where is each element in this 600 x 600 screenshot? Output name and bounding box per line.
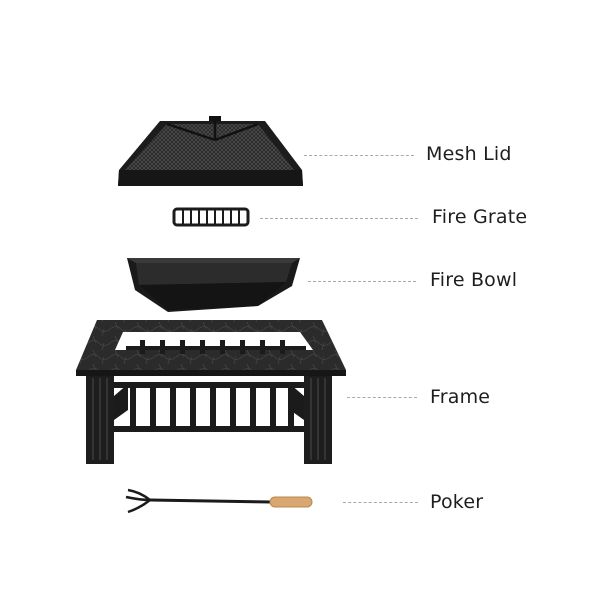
fire-grate-illustration [172, 207, 250, 227]
mesh-lid-leader-line [304, 155, 414, 156]
fire-bowl-label: Fire Bowl [430, 269, 518, 291]
mesh-lid-label: Mesh Lid [426, 143, 512, 165]
poker-leader-line [343, 502, 418, 503]
fire-grate-label: Fire Grate [432, 206, 528, 228]
fire-bowl-leader-line [308, 281, 416, 282]
fire-grate-leader-line [260, 218, 418, 219]
fire-bowl-illustration [127, 258, 300, 312]
poker-label: Poker [430, 491, 484, 513]
frame-label: Frame [430, 386, 491, 408]
mesh-lid-illustration [118, 116, 303, 186]
frame-illustration [76, 320, 346, 464]
frame-leader-line [347, 397, 417, 398]
poker-illustration [125, 488, 313, 514]
